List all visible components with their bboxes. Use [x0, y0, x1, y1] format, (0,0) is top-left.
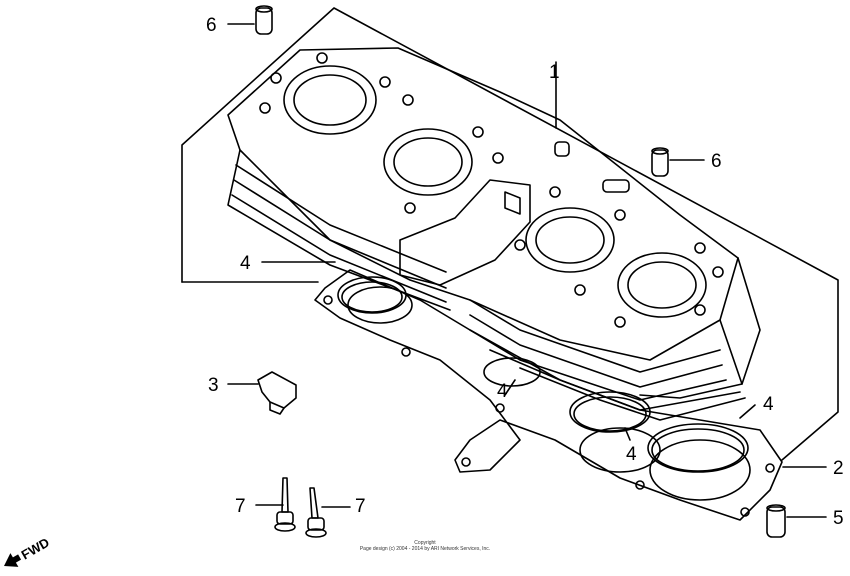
bolt-left	[274, 477, 296, 532]
callout-4-mid: 4	[497, 381, 508, 402]
clamp	[257, 371, 297, 415]
leader-4-low	[624, 427, 631, 441]
callout-7-right: 7	[355, 496, 366, 517]
callout-7-left: 7	[235, 496, 246, 517]
callout-6-right: 6	[711, 151, 722, 172]
cylinder-block	[227, 47, 761, 421]
dowel-pin-lower	[766, 504, 786, 538]
callout-1: 1	[549, 62, 560, 83]
bracket-line	[181, 7, 839, 461]
dowel-pin-right	[651, 147, 669, 177]
callout-2: 2	[833, 458, 844, 479]
bolt-right	[305, 487, 327, 538]
leader-4-right	[739, 404, 756, 419]
copyright-line-1: Copyright	[414, 540, 436, 546]
callout-4-low: 4	[626, 444, 637, 465]
copyright-notice: Copyright Page design (c) 2004 - 2014 by…	[0, 540, 850, 552]
callout-3: 3	[208, 375, 219, 396]
copyright-line-2: Page design (c) 2004 - 2014 by ARI Netwo…	[359, 546, 491, 552]
callout-5: 5	[833, 508, 844, 529]
callout-4-left: 4	[240, 253, 251, 274]
o-rings	[337, 276, 749, 473]
dowel-pin-top	[255, 5, 273, 35]
cylinder-gasket	[314, 269, 783, 521]
callout-4-right: 4	[763, 394, 774, 415]
leader-4-mid	[504, 379, 516, 396]
callout-6-top: 6	[206, 15, 217, 36]
